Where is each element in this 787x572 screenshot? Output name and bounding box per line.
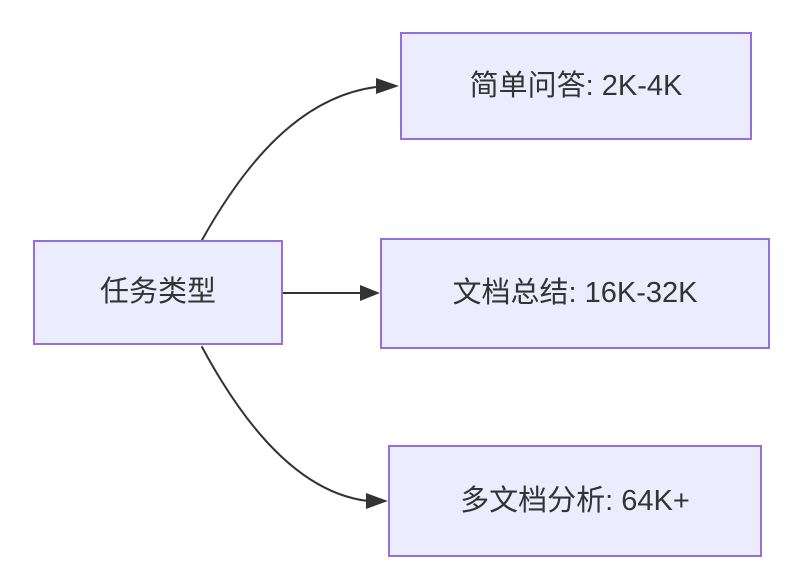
- node-multi-doc: 多文档分析: 64K+: [388, 445, 762, 557]
- node-doc-summary: 文档总结: 16K-32K: [380, 238, 770, 349]
- arrowhead-icon: [360, 285, 380, 301]
- arrowhead-icon: [376, 78, 399, 94]
- node-task-type: 任务类型: [33, 240, 283, 345]
- node-task-type-label: 任务类型: [99, 276, 216, 309]
- edge-task-type-to-multi-doc: [201, 346, 369, 502]
- arrowhead-icon: [366, 493, 388, 509]
- edge-task-type-to-simple-qa: [201, 86, 377, 241]
- node-simple-qa-label: 简单问答: 2K-4K: [469, 69, 683, 102]
- node-multi-doc-label: 多文档分析: 64K+: [460, 484, 690, 517]
- node-doc-summary-label: 文档总结: 16K-32K: [452, 277, 698, 310]
- node-simple-qa: 简单问答: 2K-4K: [400, 32, 752, 140]
